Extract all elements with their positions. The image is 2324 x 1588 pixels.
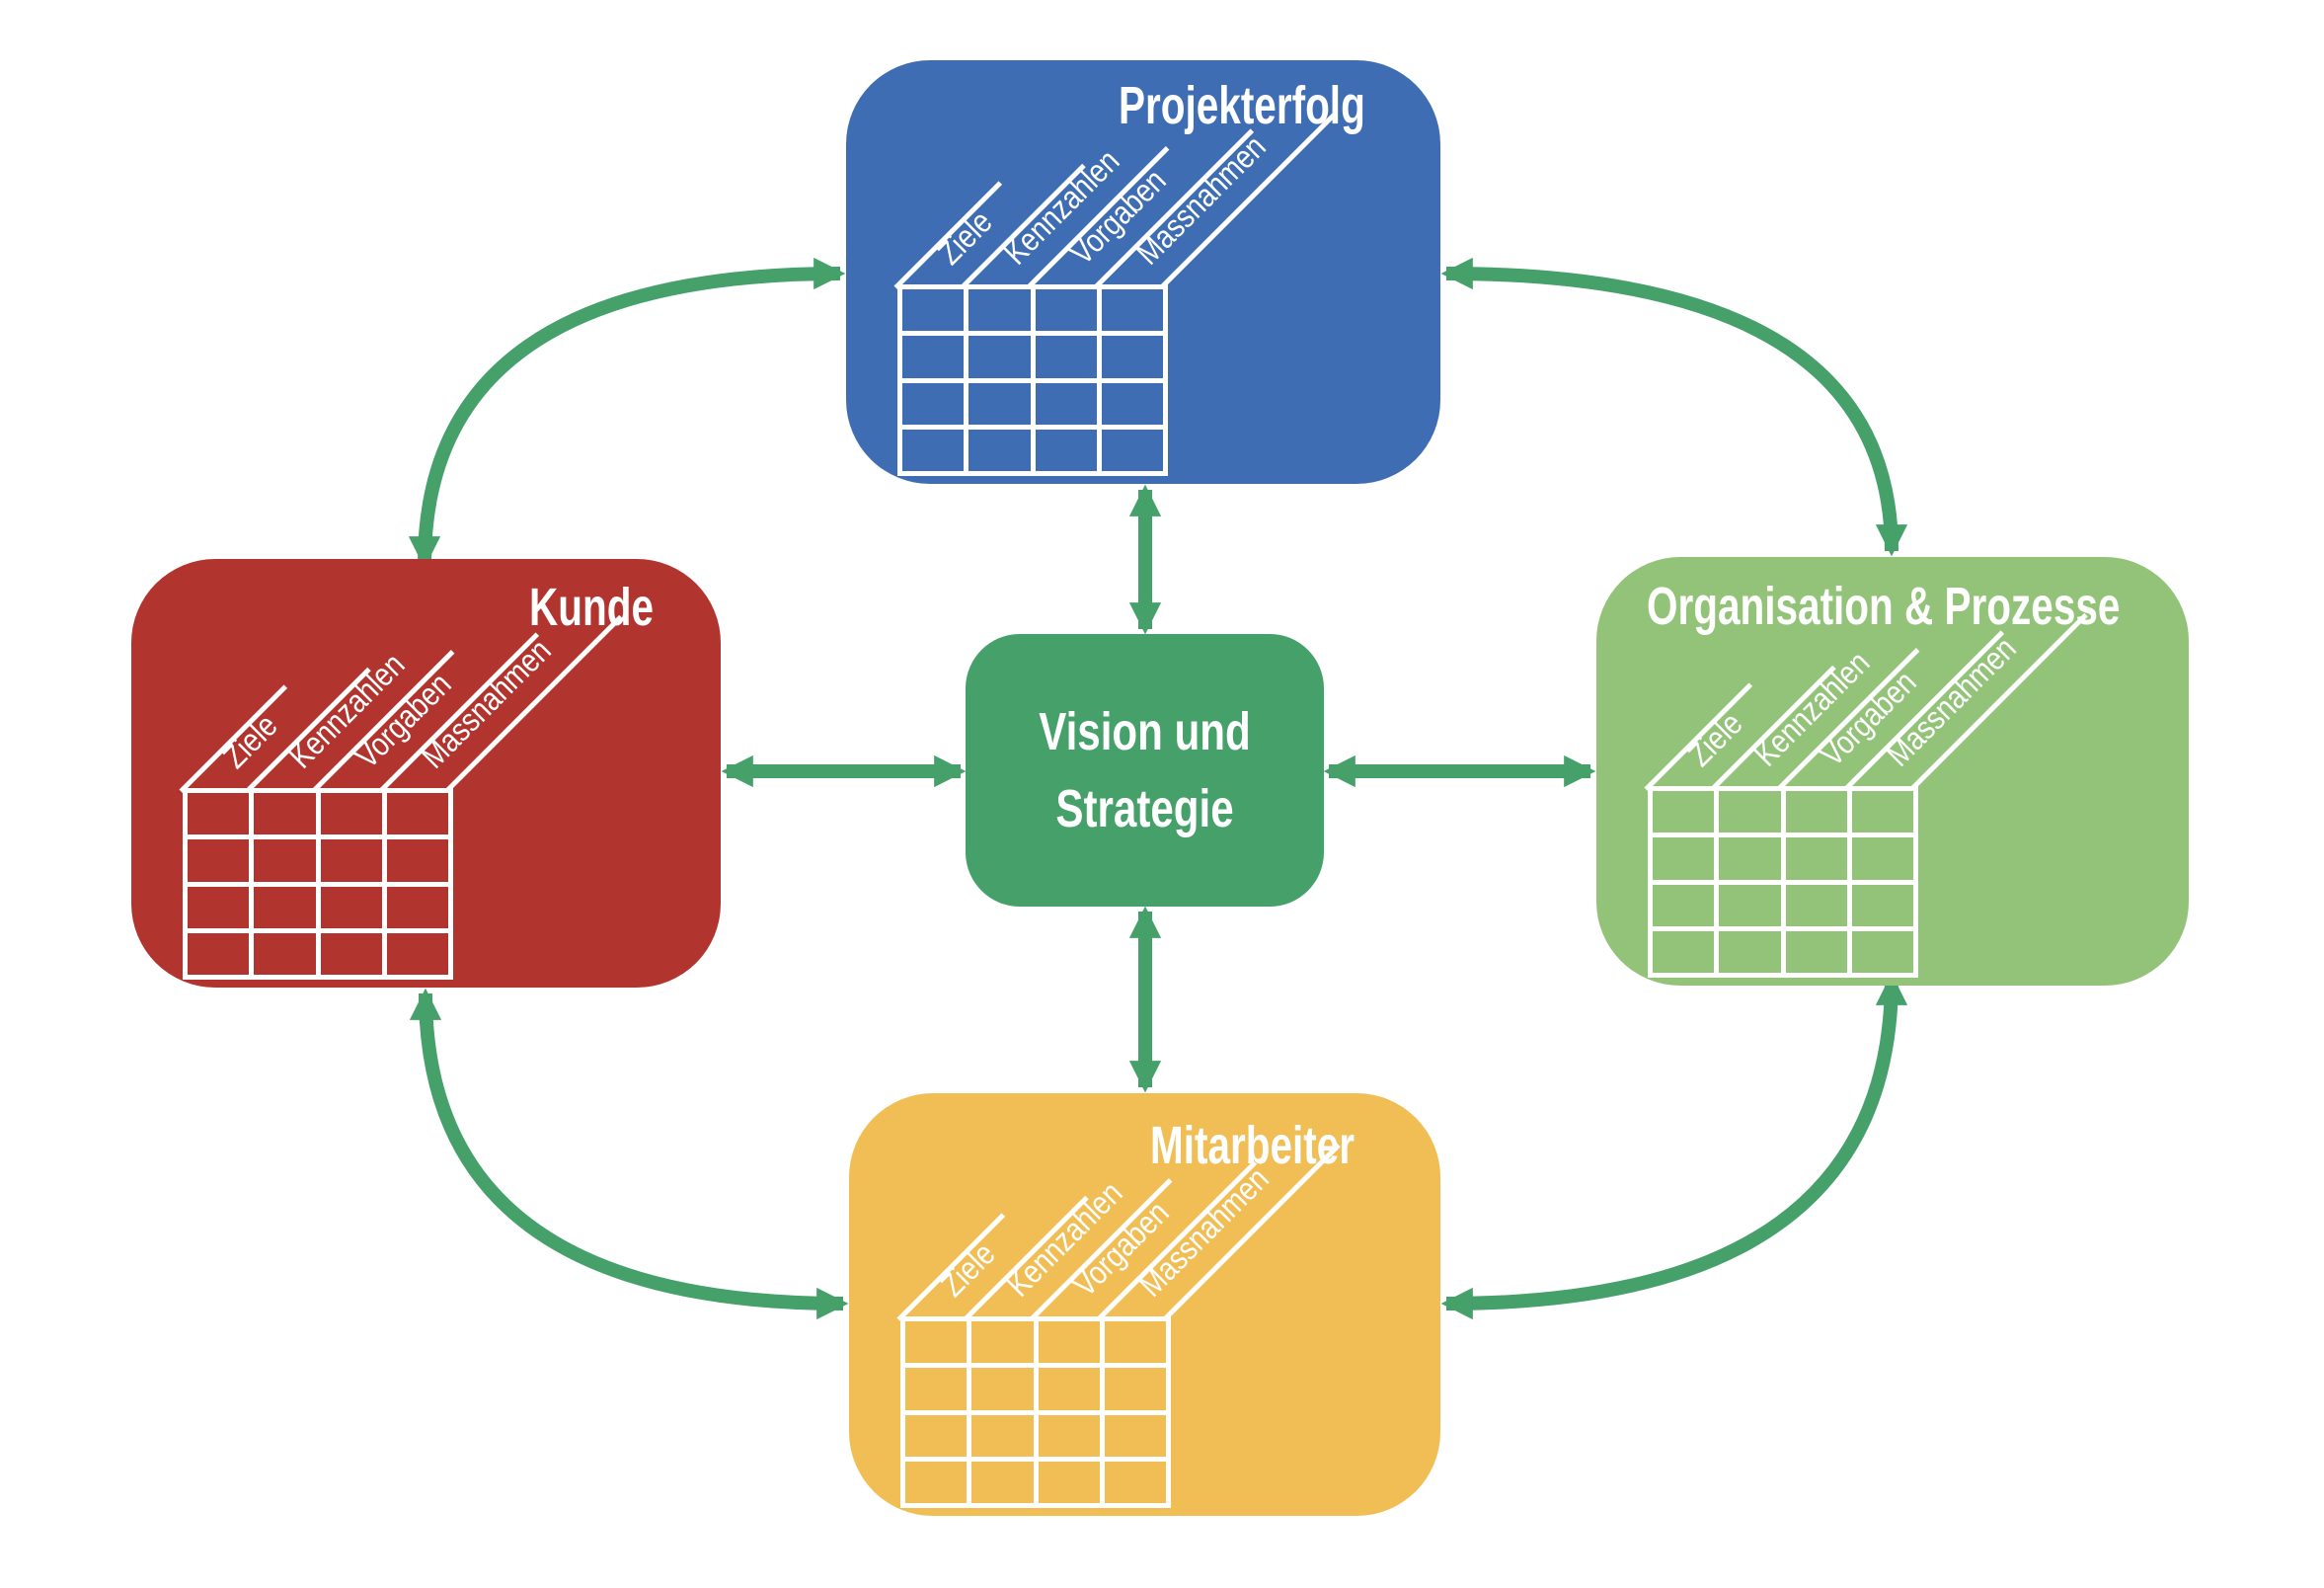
table-cell xyxy=(1101,382,1163,425)
node-vision-strategie: Vision und Strategie xyxy=(966,634,1324,907)
table-cell xyxy=(1785,884,1847,926)
table-cell xyxy=(188,793,250,835)
table-cell xyxy=(254,886,316,928)
table-cell xyxy=(1104,1461,1166,1503)
table-cell xyxy=(1035,382,1097,425)
table-cell xyxy=(1101,336,1163,378)
table-cell xyxy=(254,932,316,975)
table-cell xyxy=(1104,1414,1166,1457)
table-cell xyxy=(386,793,448,835)
table-cell xyxy=(386,932,448,975)
table-cell xyxy=(1104,1368,1166,1410)
table-cell xyxy=(905,1321,968,1364)
table-cell xyxy=(971,1321,1034,1364)
node-vision-strategie-title-line1: Vision und xyxy=(1039,701,1251,761)
table-cell xyxy=(905,1461,968,1503)
table-cell xyxy=(320,839,382,882)
node-projekterfolg-title: Projekterfolg xyxy=(1119,76,1365,135)
table-cell xyxy=(1038,1321,1100,1364)
table-cell xyxy=(1785,791,1847,834)
table-cell xyxy=(968,382,1031,425)
table-cell xyxy=(902,289,965,332)
table-grid xyxy=(183,788,453,980)
table-cell xyxy=(1035,429,1097,471)
arrow-mitarbeiter-kunde xyxy=(409,988,849,1320)
table-cell xyxy=(188,839,250,882)
table-cell xyxy=(902,336,965,378)
table-cell xyxy=(320,793,382,835)
table-grid xyxy=(1648,786,1918,978)
table-cell xyxy=(971,1461,1034,1503)
table-cell xyxy=(1101,289,1163,332)
table-cell xyxy=(1719,884,1781,926)
table-cell xyxy=(1785,930,1847,973)
table-cell xyxy=(1653,791,1715,834)
table-cell xyxy=(1038,1414,1100,1457)
table-cell xyxy=(320,932,382,975)
table-cell xyxy=(1101,429,1163,471)
table-cell xyxy=(902,382,965,425)
table-cell xyxy=(1653,884,1715,926)
table-cell xyxy=(971,1368,1034,1410)
table-cell xyxy=(1719,837,1781,880)
table-grid xyxy=(897,284,1168,476)
table-cell xyxy=(1035,336,1097,378)
node-organisation-prozesse-title: Organisation & Prozesse xyxy=(1647,577,2121,636)
table-cell xyxy=(386,886,448,928)
table-cell xyxy=(905,1368,968,1410)
table-cell xyxy=(1785,837,1847,880)
table-cell xyxy=(1104,1321,1166,1364)
arrow-organisation-mitarbeiter xyxy=(1440,973,1908,1320)
table-cell xyxy=(968,429,1031,471)
table-cell xyxy=(254,793,316,835)
table-cell xyxy=(1851,884,1913,926)
table-cell xyxy=(1719,930,1781,973)
arrow-projekterfolg-organisation xyxy=(1440,257,1908,557)
arrow-kunde-projekterfolg xyxy=(408,257,846,569)
table-cell xyxy=(968,289,1031,332)
table-cell xyxy=(1038,1461,1100,1503)
node-vision-strategie-title-line2: Strategie xyxy=(1055,779,1234,838)
table-cell xyxy=(254,839,316,882)
table-cell xyxy=(968,336,1031,378)
table-grid xyxy=(900,1316,1171,1508)
table-cell xyxy=(386,839,448,882)
table-cell xyxy=(1851,791,1913,834)
table-cell xyxy=(905,1414,968,1457)
table-cell xyxy=(1035,289,1097,332)
table-cell xyxy=(1851,837,1913,880)
table-cell xyxy=(1653,930,1715,973)
table-cell xyxy=(1038,1368,1100,1410)
table-cell xyxy=(971,1414,1034,1457)
table-cell xyxy=(1851,930,1913,973)
table-cell xyxy=(188,932,250,975)
table-cell xyxy=(1719,791,1781,834)
table-cell xyxy=(1653,837,1715,880)
table-cell xyxy=(902,429,965,471)
table-cell xyxy=(320,886,382,928)
node-kunde-title: Kunde xyxy=(529,578,654,637)
table-cell xyxy=(188,886,250,928)
